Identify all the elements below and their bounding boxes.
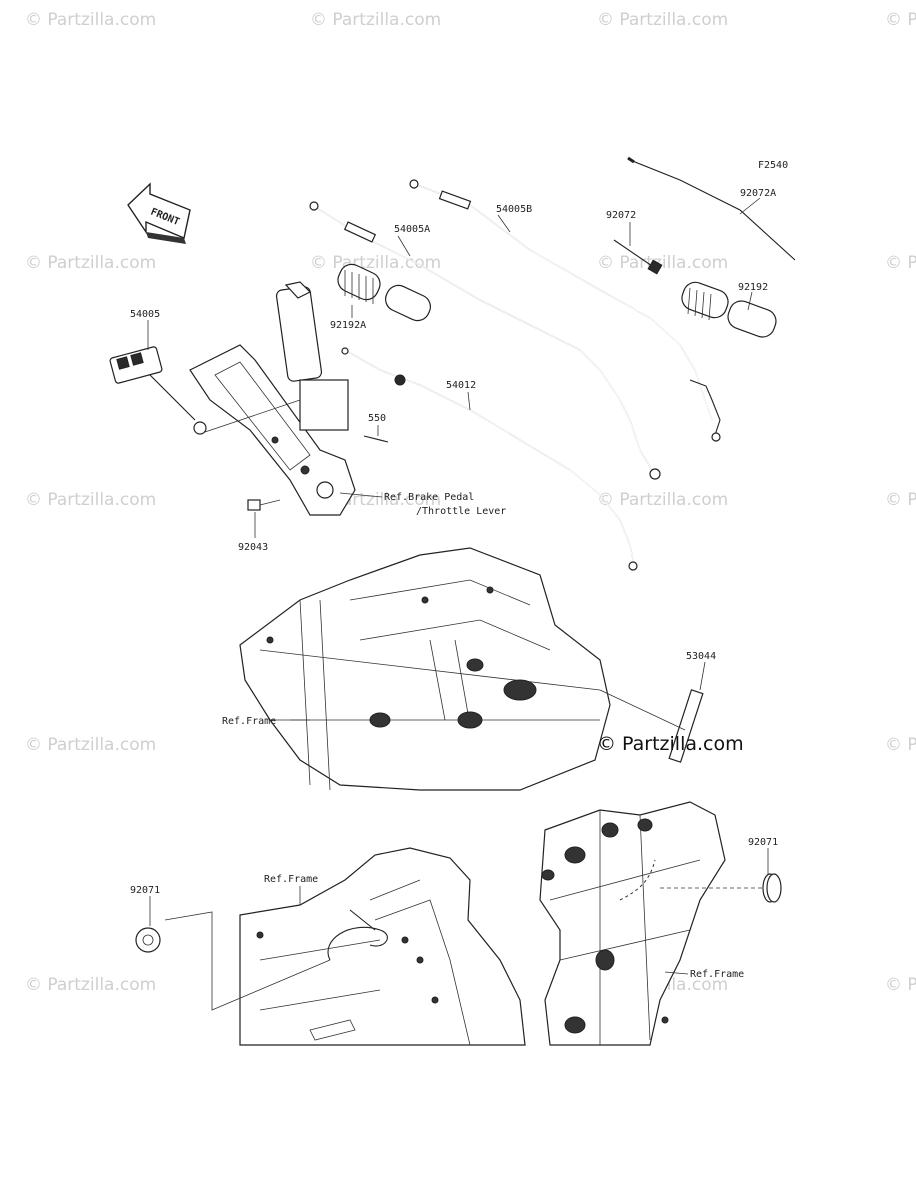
cable-54005B [409, 179, 721, 442]
label-54005: 54005 [130, 309, 160, 320]
brake-pedal-assembly [189, 281, 356, 516]
label-550: 550 [368, 413, 386, 424]
frame-bottom-right [539, 801, 726, 1046]
grommet-92071-left [135, 927, 161, 953]
leader-54005B [497, 214, 511, 233]
tie-92072 [613, 239, 663, 275]
cable-54005A [309, 201, 661, 480]
ref-brake-pedal-line1: Ref.Brake Pedal [384, 492, 474, 503]
watermark: © Partzilla.com [310, 253, 441, 273]
cable-54012 [341, 347, 638, 571]
label-53044: 53044 [686, 651, 716, 662]
watermark: © Partzilla.com [597, 490, 728, 510]
ref-brake-pedal-line2: /Throttle Lever [416, 506, 506, 517]
leader-92192 [747, 291, 753, 311]
watermark: © Partzilla.com [25, 490, 156, 510]
brand-watermark: © Partzilla.com [597, 733, 744, 755]
watermark: © Partzilla.com [25, 253, 156, 273]
switch-54005 [109, 346, 301, 435]
figure-code: F2540 [758, 160, 788, 171]
label-92192A: 92192A [330, 320, 366, 331]
watermark: © Partzilla.com [597, 253, 728, 273]
leader-ref-frame-bottom-right [664, 971, 689, 975]
pin-550 [363, 435, 389, 443]
label-54012: 54012 [446, 380, 476, 391]
label-92071-left: 92071 [130, 885, 160, 896]
watermark: © Partzilla.com [25, 975, 156, 995]
plug-53044 [668, 689, 704, 763]
frame-middle [239, 547, 611, 791]
ref-frame-bottom-right: Ref.Frame [690, 969, 744, 980]
label-92192: 92192 [738, 282, 768, 293]
watermark: © Partzilla.com [885, 10, 916, 30]
frame-bottom-left [239, 847, 526, 1046]
label-92071-right: 92071 [748, 837, 778, 848]
label-54005A: 54005A [394, 224, 430, 235]
grommet-92071-right [762, 873, 782, 903]
ref-frame-middle: Ref.Frame [222, 716, 276, 727]
label-92072: 92072 [606, 210, 636, 221]
watermark: © Partzilla.com [310, 10, 441, 30]
leader-54005A [397, 235, 411, 257]
watermark: © Partzilla.com [885, 735, 916, 755]
leader-92072A [739, 197, 761, 215]
watermark: © Partzilla.com [885, 975, 916, 995]
cable-92072A [627, 156, 796, 261]
leader-53044-frame [599, 689, 686, 731]
label-92072A: 92072A [740, 188, 776, 199]
label-54005B: 54005B [496, 204, 532, 215]
watermark: © Partzilla.com [25, 735, 156, 755]
label-92043: 92043 [238, 542, 268, 553]
bolt-92043 [247, 499, 281, 511]
watermark: © Partzilla.com [25, 10, 156, 30]
boot-92192 [681, 281, 777, 338]
ref-frame-bottom-left: Ref.Frame [264, 874, 318, 885]
leader-54012 [467, 391, 471, 411]
leader-92071-left-frame [164, 911, 331, 1011]
leader-ref-brake [339, 492, 383, 498]
watermark: © Partzilla.com [885, 253, 916, 273]
watermark: © Partzilla.com [885, 490, 916, 510]
watermark: © Partzilla.com [597, 10, 728, 30]
leader-53044 [699, 661, 706, 691]
boot-92192A [337, 263, 431, 322]
front-arrow-icon: FRONT [127, 182, 191, 244]
